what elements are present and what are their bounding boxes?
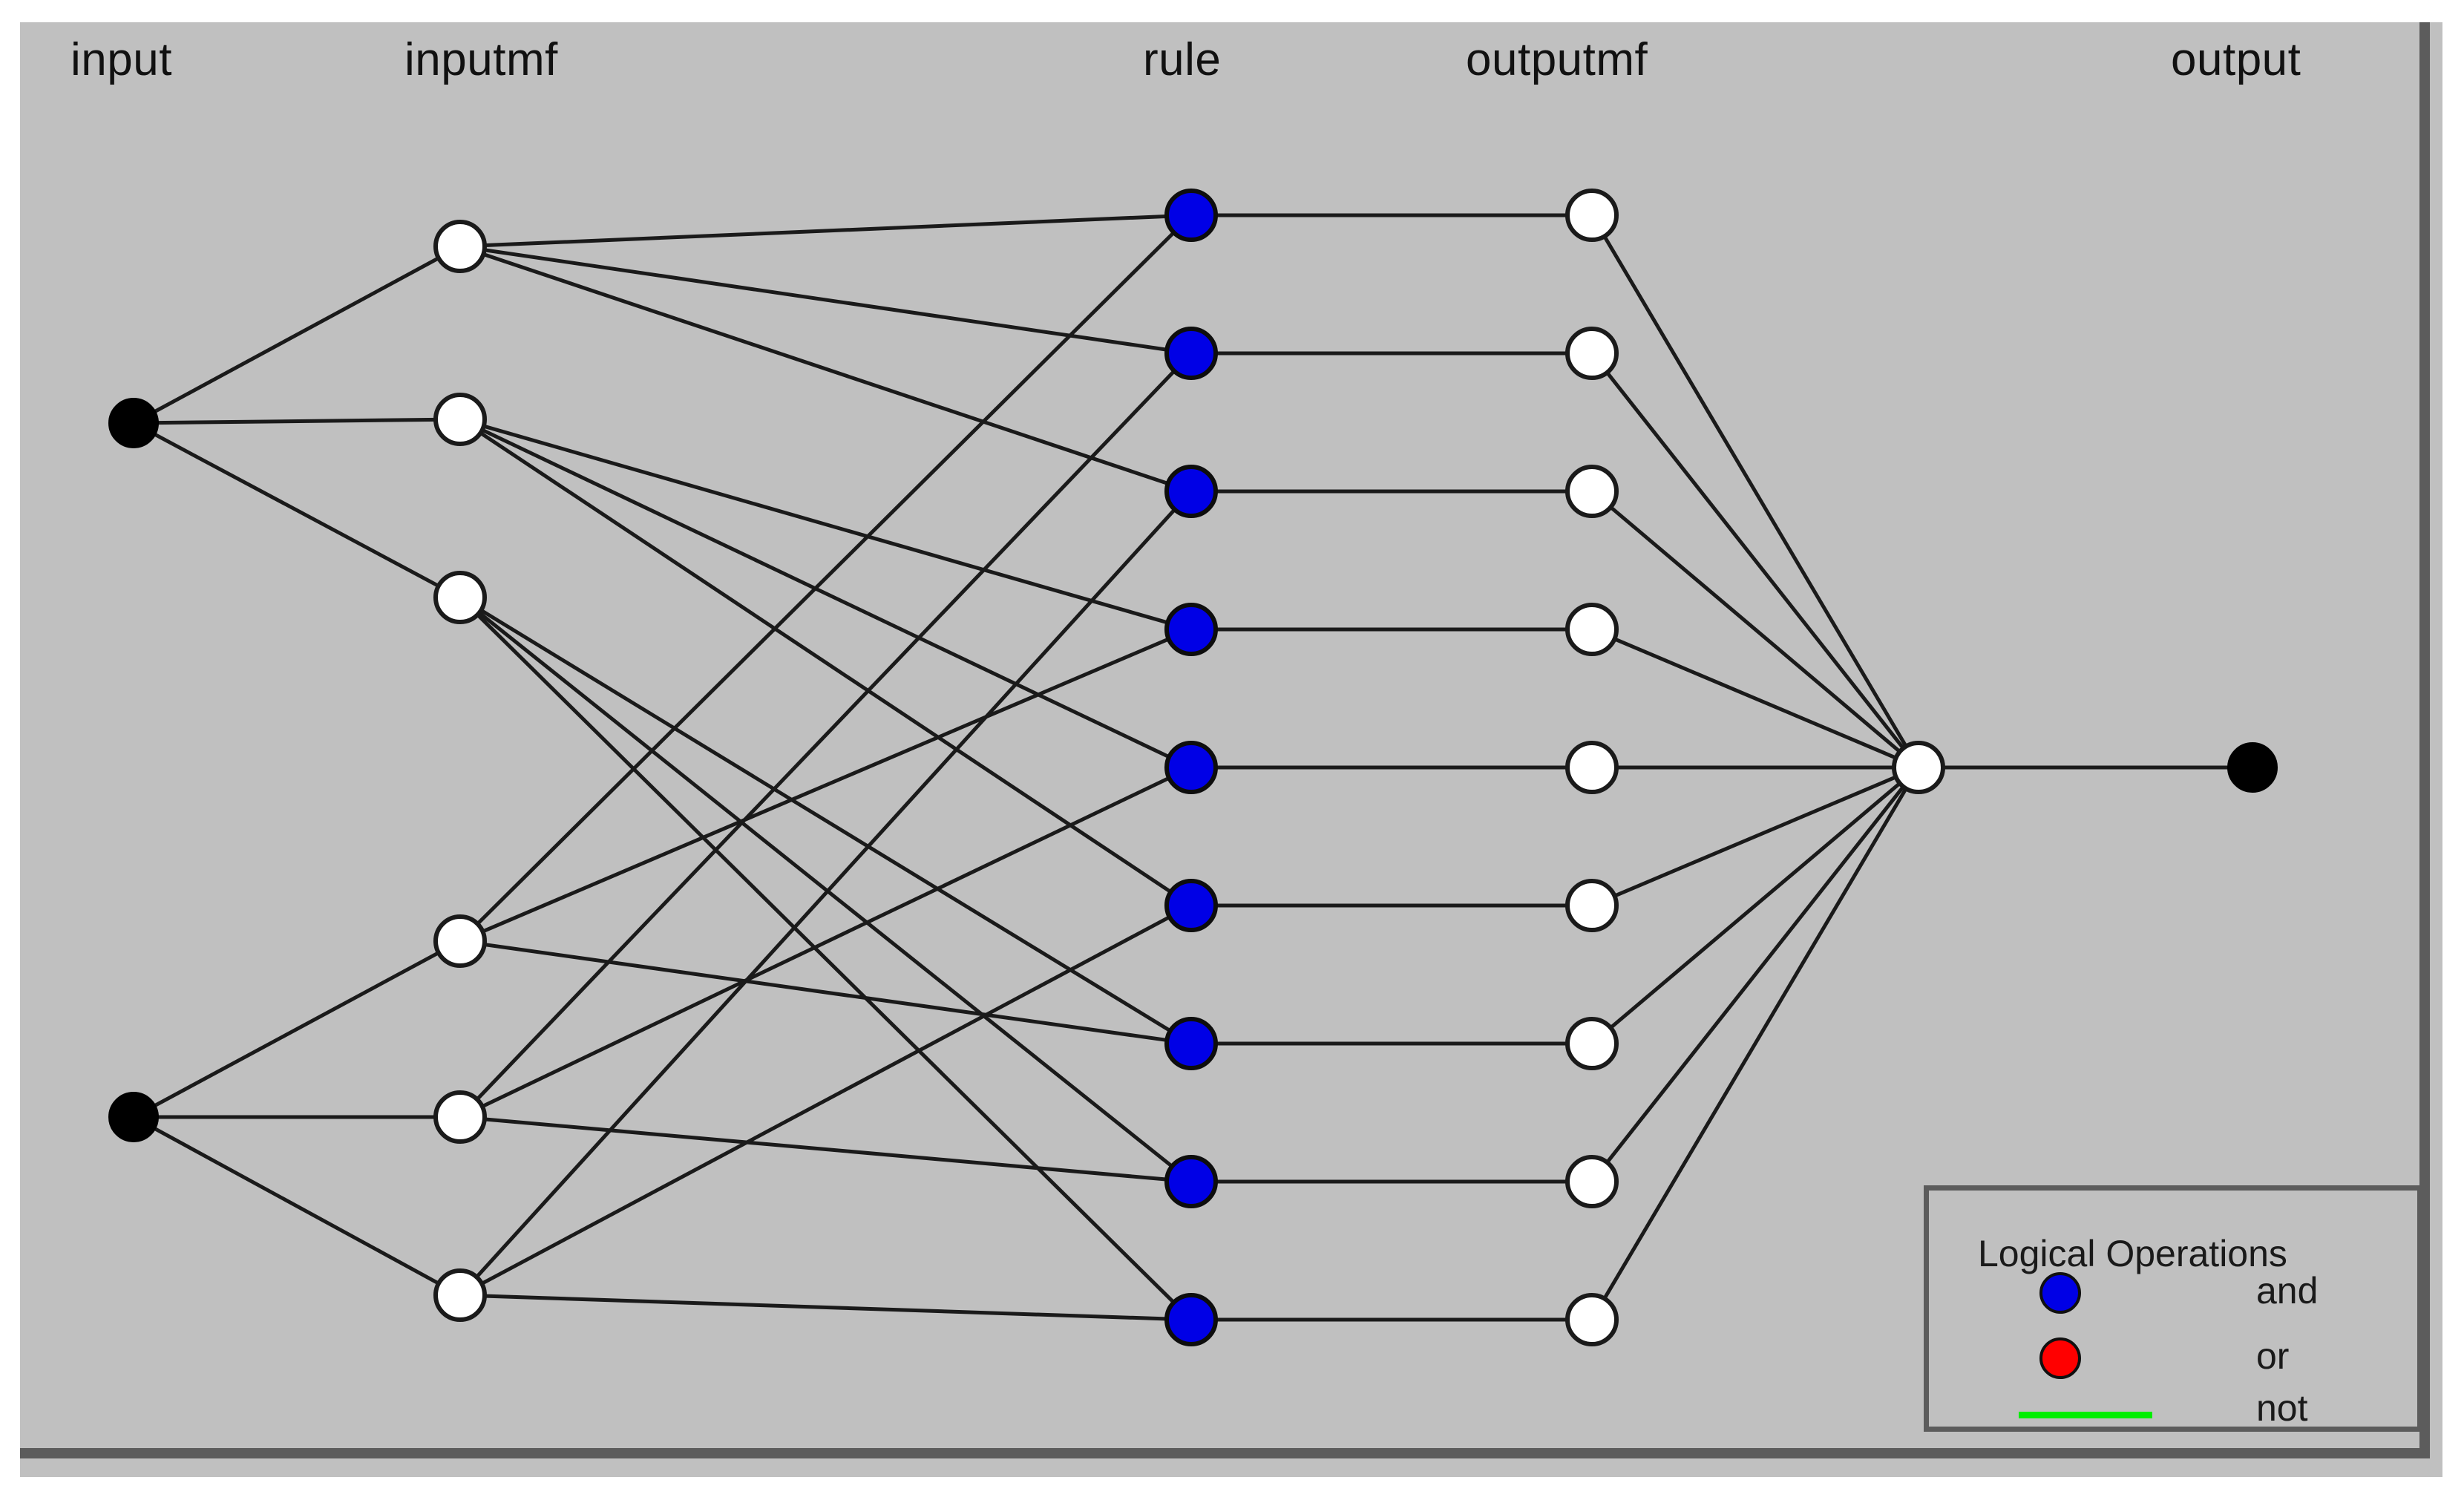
edge-inputmf-to-rule (476, 610, 1175, 1169)
node-layer[interactable] (108, 189, 2278, 1346)
edge-input-to-inputmf (156, 417, 438, 425)
inputmf-node[interactable] (433, 1268, 487, 1322)
input-node[interactable] (108, 398, 159, 448)
outputmf-node[interactable] (1565, 741, 1619, 794)
outputmf-node[interactable] (1565, 189, 1619, 242)
outputmf-node[interactable] (1565, 603, 1619, 656)
edge-inputmf-to-rule (475, 230, 1176, 926)
input-node[interactable] (108, 1092, 159, 1142)
column-header-outputmf: outputmf (1466, 34, 1648, 85)
column-header-input: input (71, 34, 172, 85)
inputmf-node[interactable] (433, 914, 487, 968)
rule-node[interactable] (1164, 1293, 1218, 1346)
inputmf-node[interactable] (433, 1090, 487, 1144)
legend-label-not: not (2256, 1387, 2308, 1429)
edge-inputmf-to-rule (482, 424, 1170, 625)
rule-node[interactable] (1164, 741, 1218, 794)
edge-outputmf-to-aggregator (1608, 505, 1902, 754)
edge-inputmf-to-rule (482, 1294, 1169, 1321)
legend-and-circle-icon (2039, 1272, 2081, 1314)
rule-node[interactable] (1164, 465, 1218, 518)
aggregation-node[interactable] (1892, 741, 1945, 794)
outputmf-node[interactable] (1565, 1017, 1619, 1070)
edge-inputmf-to-rule (479, 608, 1173, 1033)
edge-outputmf-to-aggregator (1602, 234, 1909, 749)
edge-inputmf-to-rule (479, 776, 1172, 1109)
edge-outputmf-to-aggregator (1608, 781, 1902, 1030)
legend-not-line-icon (2019, 1412, 2152, 1418)
legend-label-or: or (2256, 1335, 2290, 1377)
edge-input-to-inputmf (153, 432, 441, 589)
edge-input-to-inputmf (153, 255, 441, 414)
rule-node[interactable] (1164, 189, 1218, 242)
edge-layer (153, 213, 2229, 1322)
output-node[interactable] (2227, 742, 2278, 793)
edge-inputmf-to-rule (479, 914, 1172, 1286)
edge-inputmf-to-rule (480, 636, 1171, 934)
edge-inputmf-to-rule (475, 612, 1176, 1305)
outputmf-node[interactable] (1565, 879, 1619, 932)
rule-node[interactable] (1164, 603, 1218, 656)
column-header-inputmf: inputmf (404, 34, 558, 85)
rule-node[interactable] (1164, 1155, 1218, 1208)
edge-inputmf-to-rule (479, 428, 1172, 759)
outputmf-node[interactable] (1565, 327, 1619, 380)
column-header-rule: rule (1143, 34, 1222, 85)
legend-or-circle-icon (2039, 1337, 2081, 1379)
rule-node[interactable] (1164, 1017, 1218, 1070)
edge-inputmf-to-rule (478, 430, 1173, 894)
legend-box (1924, 1185, 2422, 1432)
legend-title: Logical Operations (1978, 1233, 2287, 1274)
inputmf-node[interactable] (433, 220, 487, 273)
edge-inputmf-to-rule (482, 248, 1169, 352)
edge-inputmf-to-rule (482, 942, 1169, 1043)
inputmf-node[interactable] (433, 571, 487, 624)
edge-input-to-inputmf (153, 950, 441, 1108)
edge-input-to-inputmf (153, 1126, 441, 1286)
rule-node[interactable] (1164, 327, 1218, 380)
legend-label-and: and (2256, 1270, 2319, 1312)
edge-inputmf-to-rule (481, 252, 1170, 486)
outputmf-node[interactable] (1565, 465, 1619, 518)
edge-outputmf-to-aggregator (1605, 784, 1906, 1165)
edge-outputmf-to-aggregator (1612, 636, 1898, 761)
edge-inputmf-to-rule (474, 507, 1177, 1280)
rule-node[interactable] (1164, 879, 1218, 932)
inputmf-node[interactable] (433, 393, 487, 446)
edge-inputmf-to-rule (482, 214, 1169, 248)
edge-outputmf-to-aggregator (1602, 786, 1909, 1301)
outputmf-node[interactable] (1565, 1155, 1619, 1208)
edge-outputmf-to-aggregator (1605, 370, 1906, 751)
edge-inputmf-to-rule (482, 1117, 1169, 1182)
edge-outputmf-to-aggregator (1612, 774, 1898, 899)
column-header-output: output (2171, 34, 2301, 85)
outputmf-node[interactable] (1565, 1293, 1619, 1346)
edge-inputmf-to-rule (474, 368, 1177, 1102)
